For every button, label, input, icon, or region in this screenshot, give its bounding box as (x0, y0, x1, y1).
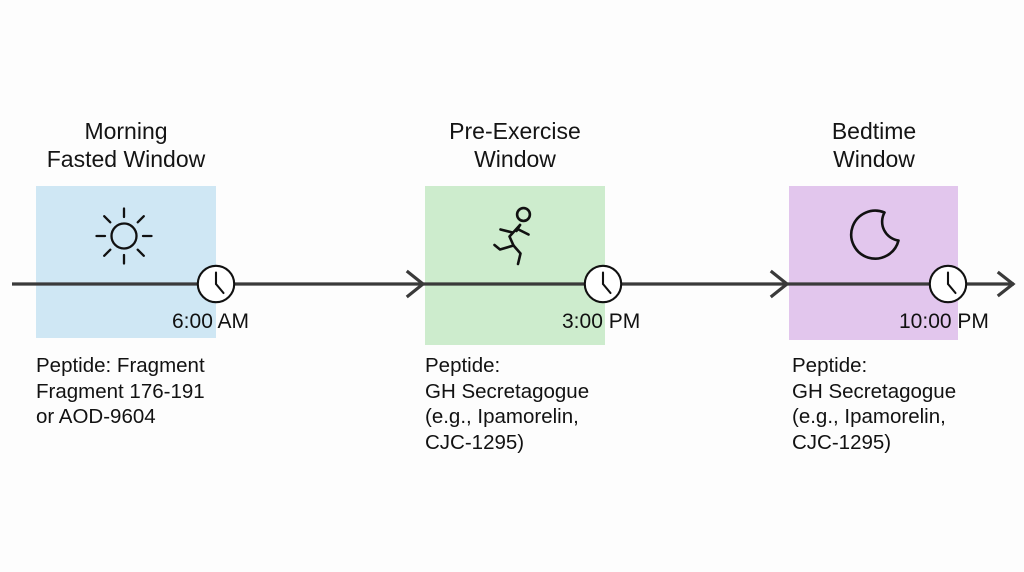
time-label-pre-exercise: 3:00 PM (562, 310, 641, 333)
caption-pre-exercise: Peptide: GH Secretagogue (e.g., Ipamorel… (425, 354, 590, 454)
clock-marker-pre-exercise (583, 264, 623, 304)
caption-bedtime: Peptide: GH Secretagogue (e.g., Ipamorel… (792, 354, 957, 454)
window-title-pre-exercise: Pre-Exercise Window (449, 118, 581, 172)
time-label-bedtime: 10:00 PM (899, 310, 989, 333)
moon-icon (848, 209, 904, 265)
sun-icon (94, 206, 154, 266)
caption-morning-fasted: Peptide: Fragment Fragment 176-191 or AO… (36, 354, 205, 428)
clock-marker-bedtime (928, 264, 968, 304)
runner-icon (487, 205, 545, 267)
window-panel-pre-exercise (425, 186, 605, 345)
window-title-morning-fasted: Morning Fasted Window (46, 118, 206, 172)
window-title-bedtime: Bedtime Window (831, 118, 917, 172)
window-panel-morning-fasted (36, 186, 216, 338)
time-label-morning-fasted: 6:00 AM (172, 310, 250, 333)
clock-marker-morning-fasted (196, 264, 236, 304)
